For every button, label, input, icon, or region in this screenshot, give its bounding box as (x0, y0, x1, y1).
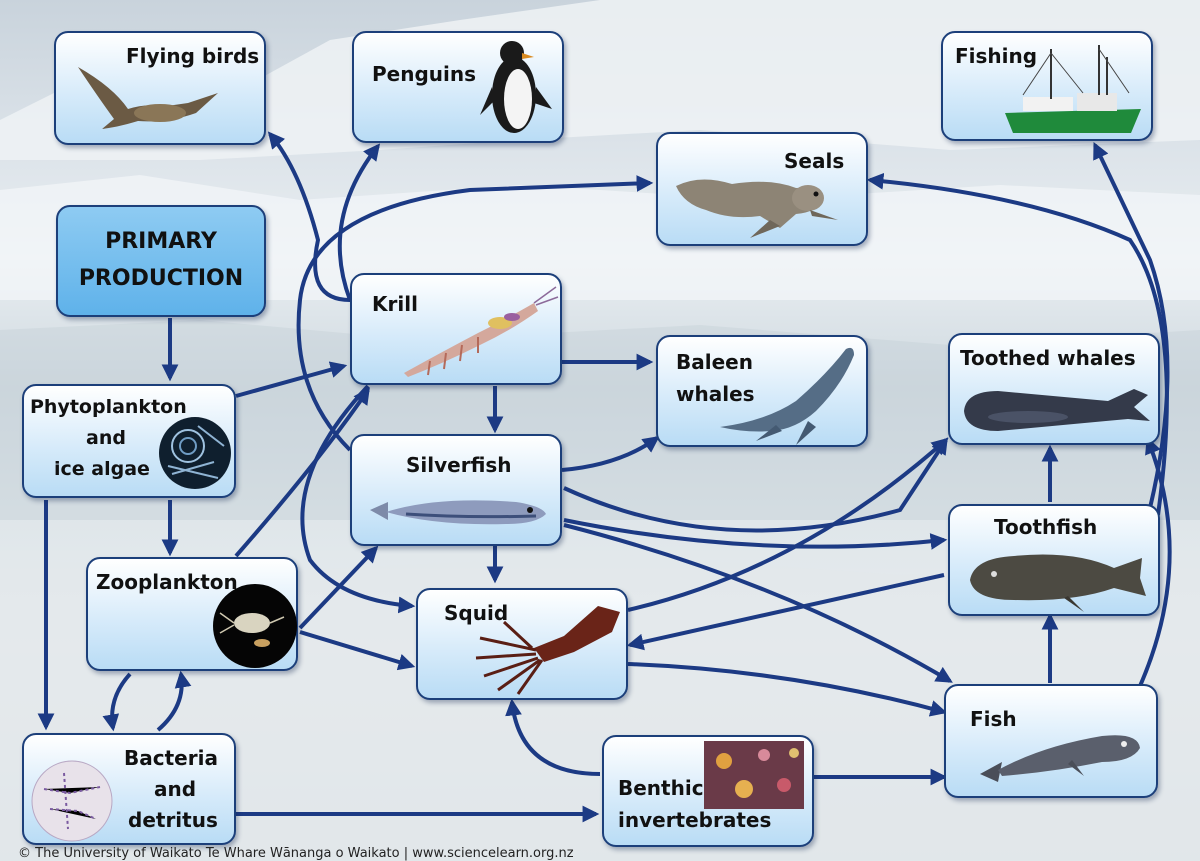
arrow-krill-to-flying-birds (270, 134, 350, 300)
fish-illustration (972, 716, 1148, 796)
node-bacteria-detritus: Bacteria and detritus (22, 733, 236, 845)
node-toothed-whales: Toothed whales (948, 333, 1160, 445)
arrow-zooplankton-to-squid (300, 632, 412, 666)
toothed-whale-illustration (958, 381, 1156, 441)
node-label: and (86, 423, 126, 454)
squid-illustration (474, 602, 624, 696)
arrow-toothfish-to-squid (630, 575, 944, 645)
arrow-zooplankton-to-bacteria (112, 674, 130, 728)
node-baleen-whales: Baleen whales (656, 335, 868, 447)
node-benthic-invertebrates: Benthic invertebrates (602, 735, 814, 847)
krill-illustration (400, 283, 560, 379)
zooplankton-micrograph (212, 583, 298, 669)
arrow-bacteria-to-zooplankton (158, 674, 182, 730)
node-zooplankton: Zooplankton (86, 557, 298, 671)
node-fish: Fish (944, 684, 1158, 798)
arrow-toothfish-to-fishing (1095, 145, 1168, 508)
bird-illustration (68, 57, 228, 137)
node-toothfish: Toothfish (948, 504, 1160, 616)
baleen-whale-illustration (716, 341, 866, 447)
benthic-photo-illustration (704, 741, 804, 809)
node-label: PRODUCTION (58, 263, 264, 294)
arrow-phytoplankton-to-krill (236, 366, 344, 396)
node-label: detritus (128, 805, 218, 836)
silverfish-illustration (366, 492, 552, 532)
node-fishing: Fishing (941, 31, 1153, 141)
toothfish-illustration (964, 544, 1150, 614)
node-flying-birds: Flying birds (54, 31, 266, 145)
node-label: Penguins (372, 59, 476, 90)
node-silverfish: Silverfish (350, 434, 562, 546)
node-phytoplankton: Phytoplankton and ice algae (22, 384, 236, 498)
arrow-silverfish-to-baleen (562, 438, 657, 470)
node-label: Toothed whales (960, 343, 1136, 374)
node-primary-production: PRIMARY PRODUCTION (56, 205, 266, 317)
fishing-boat-illustration (1003, 43, 1143, 137)
node-label: Silverfish (406, 450, 512, 481)
node-label: Benthic (618, 773, 704, 804)
copyright-footer: © The University of Waikato Te Whare Wān… (18, 846, 574, 861)
seal-illustration (670, 164, 850, 244)
node-label: and (154, 774, 196, 805)
node-krill: Krill (350, 273, 562, 385)
node-label: PRIMARY (58, 226, 264, 257)
node-penguins: Penguins (352, 31, 564, 143)
arrow-squid-to-fish (628, 664, 944, 712)
arrow-silverfish-to-toothfish (564, 520, 944, 547)
node-label: Bacteria (124, 743, 218, 774)
node-squid: Squid (416, 588, 628, 700)
arrow-benthic-to-squid (512, 702, 600, 774)
node-label: Toothfish (994, 512, 1097, 543)
phytoplankton-micrograph (158, 416, 232, 490)
node-label: invertebrates (618, 805, 771, 836)
bacteria-micrograph (30, 759, 114, 843)
node-seals: Seals (656, 132, 868, 246)
penguin-illustration (476, 37, 556, 141)
node-label: ice algae (54, 454, 150, 485)
